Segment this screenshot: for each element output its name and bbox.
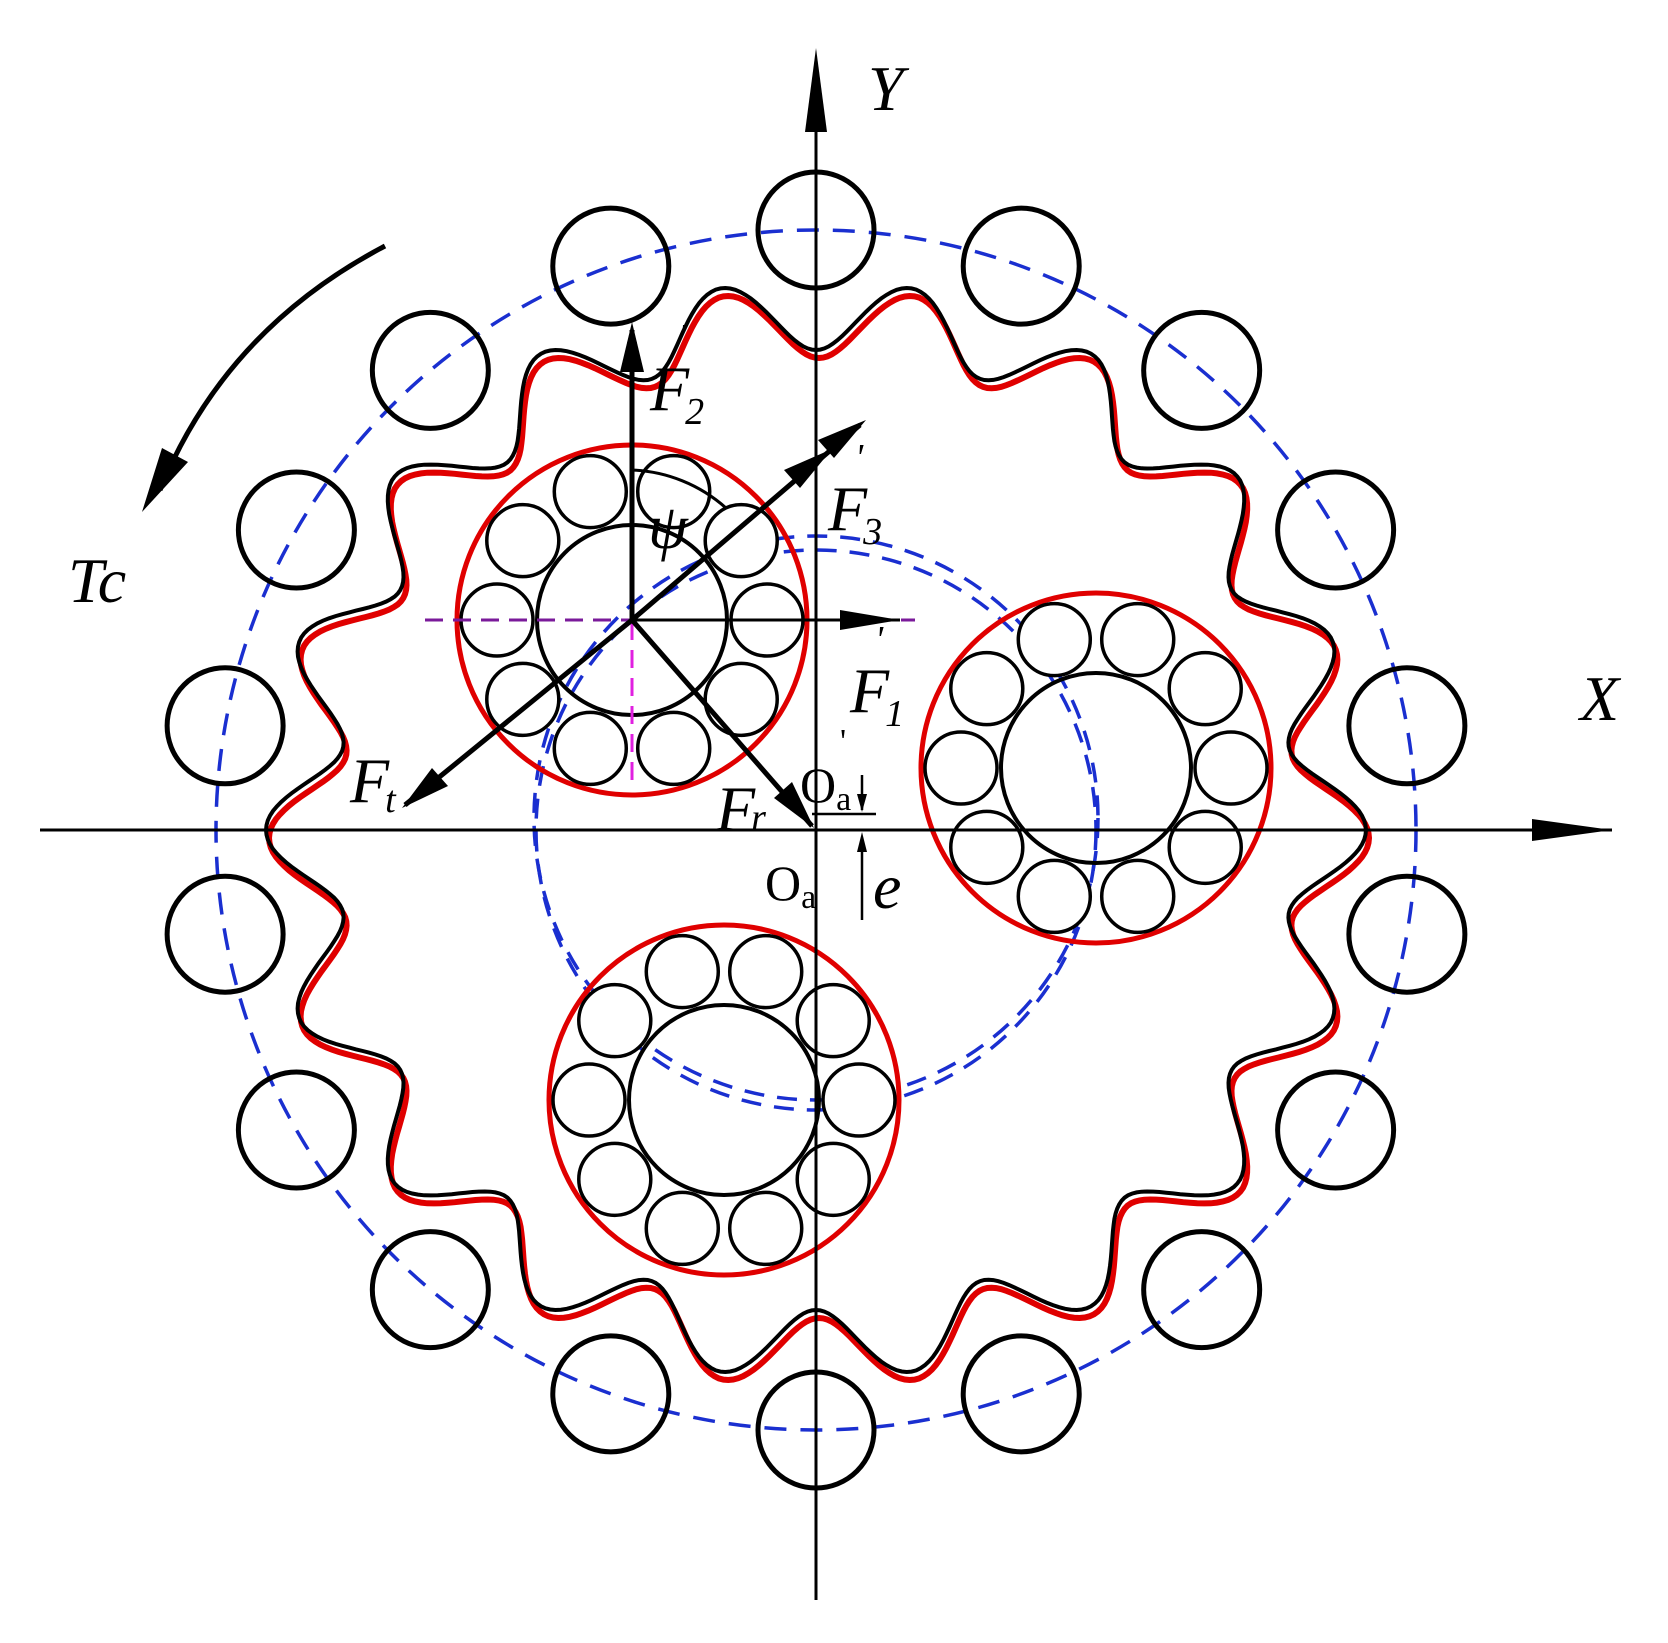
bearing-roller [485,661,561,738]
bearing-roller [821,1062,897,1138]
force-f1-prime: ' [875,619,884,661]
bearing-roller [795,1141,871,1218]
force-f3-prime: ' [855,437,864,479]
force-f3-label: F3 [827,473,882,553]
bearing-roller [949,809,1025,886]
ring-pin [960,1333,1082,1455]
bearing-roller [551,1062,627,1138]
bearing-roller [703,502,779,579]
bearing-roller [552,710,629,787]
force-ft-label: Ft [349,745,397,821]
eccentricity-arrow-upper [857,794,867,812]
planet-bearing [918,590,1274,946]
force-f1-head [840,610,900,630]
ring-pin [164,873,286,995]
force-ft-head [402,768,448,808]
eccentricity-arrow-lower [857,832,867,852]
bearing-roller [635,710,712,787]
ring-pin [1346,873,1468,995]
cycloid-profile-red [265,292,1373,1384]
x-axis-arrow [1532,819,1612,841]
ring-pins [164,169,1468,1491]
force-fr-head [774,782,814,828]
bearing-roller [1016,601,1093,678]
ring-pin [369,309,491,431]
force-f2-prime: ' [678,317,687,359]
bearing-roller [727,933,804,1010]
ring-pin [550,1333,672,1455]
ring-pin [164,665,286,787]
ring-pin [1275,469,1397,591]
ring-pin [235,469,357,591]
psi-label: ψ [648,491,689,562]
oa-prime-mark: ' [840,723,846,760]
x-axis-label: X [1577,663,1622,734]
planet-outer-ring [918,590,1274,946]
force-ft-arrow [403,618,634,807]
force-f2-label: F2 [649,353,704,433]
torque-arc-arrow [157,243,387,491]
bearing-roller [644,1190,721,1267]
force-f3-mid-head [784,449,832,488]
ring-pin [550,205,672,327]
force-f1-label: F1 [849,655,904,735]
bearing-roller [949,650,1025,727]
ring-pin [1275,1069,1397,1191]
force-f3-head [818,420,866,458]
bearing-roller [727,1190,804,1267]
bearing-roller [1167,650,1243,727]
bearing-roller [577,982,653,1059]
y-axis-arrow [805,48,827,132]
bearing-roller [644,933,721,1010]
planet-shaft [999,671,1193,865]
planet-shaft [627,1003,821,1197]
oa-label: Oa [765,855,816,916]
ring-pin [369,1229,491,1351]
bearing-roller [485,502,561,579]
bearing-roller [1016,858,1093,935]
planet-bearing [546,922,902,1278]
y-axis-label: Y [868,53,910,124]
psi-angle-arc [631,468,727,510]
bearing-roller [577,1141,653,1218]
torque-label: Tc [68,545,126,616]
eccentricity-label: e [873,851,901,922]
ring-pin [1346,665,1468,787]
force-f2-head [620,322,644,372]
ring-pin [1141,309,1263,431]
bearing-roller [1167,809,1243,886]
ring-pin [235,1069,357,1191]
bearing-roller [1099,858,1176,935]
bearing-roller [1193,730,1269,806]
planet-outer-ring [546,922,902,1278]
bearing-roller [552,453,629,530]
ring-pin [1141,1229,1263,1351]
force-fr-label: Fr [715,773,766,844]
bearing-roller [923,730,999,806]
planet-bearings [454,442,1274,1278]
oa-prime-label: Oa [800,757,851,818]
ring-pin [960,205,1082,327]
bearing-roller [1099,601,1176,678]
bearing-roller [795,982,871,1059]
torque-arrow-head [142,448,188,512]
bearing-roller [703,661,779,738]
